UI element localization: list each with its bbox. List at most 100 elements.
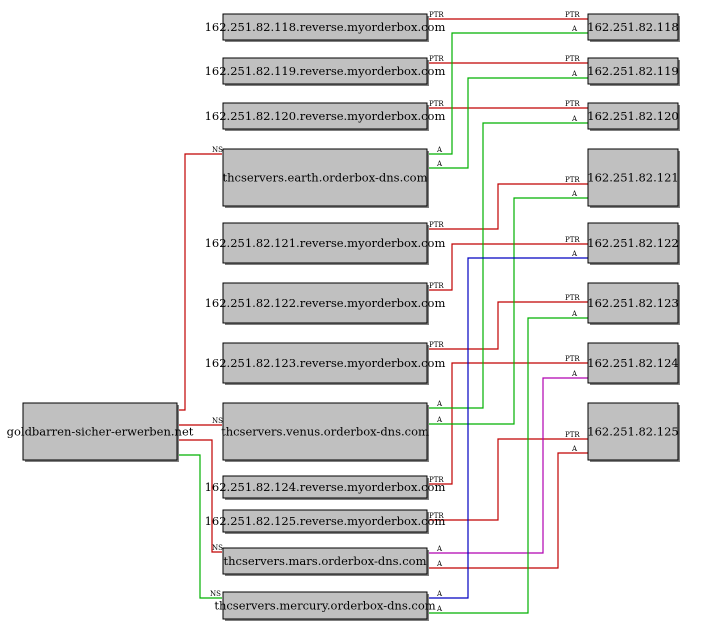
node-box (222, 591, 428, 620)
edge-rev120-ip120: PTR PTR (427, 100, 588, 109)
edge-label: PTR (429, 341, 444, 349)
node-box (587, 102, 679, 130)
edge-label: PTR (565, 176, 580, 184)
edge-line (427, 243, 588, 291)
edge-domain-mercury: NS (177, 454, 222, 599)
node-rev120: 162.251.82.120.reverse.myorderbox.com (205, 102, 446, 131)
edge-rev124-ip124: PTR PTR (427, 355, 588, 485)
edge-line (427, 301, 588, 350)
node-rev122: 162.251.82.122.reverse.myorderbox.com (205, 282, 446, 325)
edge-label: PTR (429, 100, 444, 108)
node-box (587, 148, 679, 207)
edge-line (427, 257, 588, 599)
edge-label: A (571, 70, 578, 78)
edge-domain-earth: NS (177, 146, 223, 411)
edge-label: A (571, 310, 578, 318)
node-label: 162.251.82.123 (587, 296, 678, 310)
edge-label: A (571, 115, 578, 123)
node-label: goldbarren-sicher-erwerben.net (7, 425, 194, 439)
edge-line (427, 317, 588, 614)
node-label: thcservers.venus.orderbox-dns.com (221, 425, 429, 439)
node-box (222, 148, 428, 207)
node-label: 162.251.82.118.reverse.myorderbox.com (205, 20, 446, 34)
node-venus: thcservers.venus.orderbox-dns.com (221, 402, 429, 462)
edge-label: PTR (429, 55, 444, 63)
node-box (222, 282, 428, 324)
edge-label: A (436, 560, 443, 568)
node-box (587, 13, 679, 41)
node-label: thcservers.earth.orderbox-dns.com (222, 171, 427, 185)
node-ip119: 162.251.82.119 (587, 57, 680, 86)
node-label: 162.251.82.120 (587, 109, 678, 123)
node-label: 162.251.82.125.reverse.myorderbox.com (205, 514, 446, 528)
node-label: 162.251.82.125 (587, 425, 678, 439)
node-box (587, 342, 679, 384)
edge-line (427, 183, 588, 230)
edge-venus-ip121: AA (427, 370, 588, 554)
node-box (22, 402, 178, 461)
edge-mercury-ip122: AA (427, 310, 588, 614)
edge-label: A (571, 370, 578, 378)
nodes-layer: goldbarren-sicher-erwerben.net 162.251.82… (7, 13, 680, 621)
node-rev123: 162.251.82.123.reverse.myorderbox.com (205, 342, 446, 385)
edge-label: A (436, 160, 443, 168)
edge-label: PTR (429, 11, 444, 19)
edge-label: PTR (565, 55, 580, 63)
edge-earth-ip119: AA (427, 70, 588, 169)
node-ip118: 162.251.82.118 (587, 13, 680, 42)
edge-label: PTR (565, 294, 580, 302)
node-box (222, 509, 428, 533)
node-label: 162.251.82.123.reverse.myorderbox.com (205, 356, 446, 370)
edge-earth-ip120: AA (427, 115, 588, 409)
edge-label: PTR (565, 431, 580, 439)
node-box (222, 475, 428, 499)
edge-mars-ip124: AA (427, 445, 588, 569)
edge-label: A (436, 590, 443, 598)
node-ip120: 162.251.82.120 (587, 102, 680, 131)
edge-line (427, 377, 588, 554)
edge-label: NS (212, 417, 223, 425)
edge-label: PTR (565, 355, 580, 363)
edge-rev119-ip119: PTR PTR (427, 55, 588, 64)
node-label: 162.251.82.121 (587, 171, 678, 185)
edge-label: PTR (565, 100, 580, 108)
node-rev119: 162.251.82.119.reverse.myorderbox.com (205, 57, 445, 86)
edge-label: A (436, 416, 443, 424)
node-box (222, 547, 428, 575)
edge-rev123-ip123: PTR PTR (427, 294, 588, 350)
edge-label: A (436, 605, 443, 613)
node-label: 162.251.82.121.reverse.myorderbox.com (205, 236, 446, 250)
node-label: 162.251.82.122.reverse.myorderbox.com (205, 296, 446, 310)
edge-label: PTR (429, 282, 444, 290)
edge-mars-ip125: AA (427, 250, 588, 599)
node-label: thcservers.mars.orderbox-dns.com (224, 554, 427, 568)
node-ip125: 162.251.82.125 (587, 402, 680, 462)
node-ip123: 162.251.82.123 (587, 282, 680, 325)
node-ip124: 162.251.82.124 (587, 342, 680, 385)
node-box (587, 402, 679, 461)
edge-label: PTR (429, 221, 444, 229)
edge-venus-ip120: AA (427, 190, 588, 425)
edge-domain-venus: NS (177, 417, 223, 426)
edge-label: PTR (429, 512, 444, 520)
node-box (222, 57, 428, 85)
edge-domain-mars: NS (177, 439, 223, 553)
edge-label: A (571, 25, 578, 33)
edge-label: A (436, 146, 443, 154)
node-label: thcservers.mercury.orderbox-dns.com (214, 599, 435, 613)
edge-label: NS (212, 544, 223, 552)
edge-label: NS (210, 590, 221, 598)
edge-line (427, 77, 588, 169)
edge-line (177, 439, 222, 553)
edge-label: A (436, 400, 443, 408)
node-label: 162.251.82.120.reverse.myorderbox.com (205, 109, 446, 123)
node-box (222, 102, 428, 130)
node-ip122: 162.251.82.122 (587, 222, 680, 265)
node-label: 162.251.82.119 (587, 64, 678, 78)
edge-label: A (571, 445, 578, 453)
edge-rev125-ip125: PTR PTR (427, 431, 588, 521)
node-box (587, 222, 679, 264)
